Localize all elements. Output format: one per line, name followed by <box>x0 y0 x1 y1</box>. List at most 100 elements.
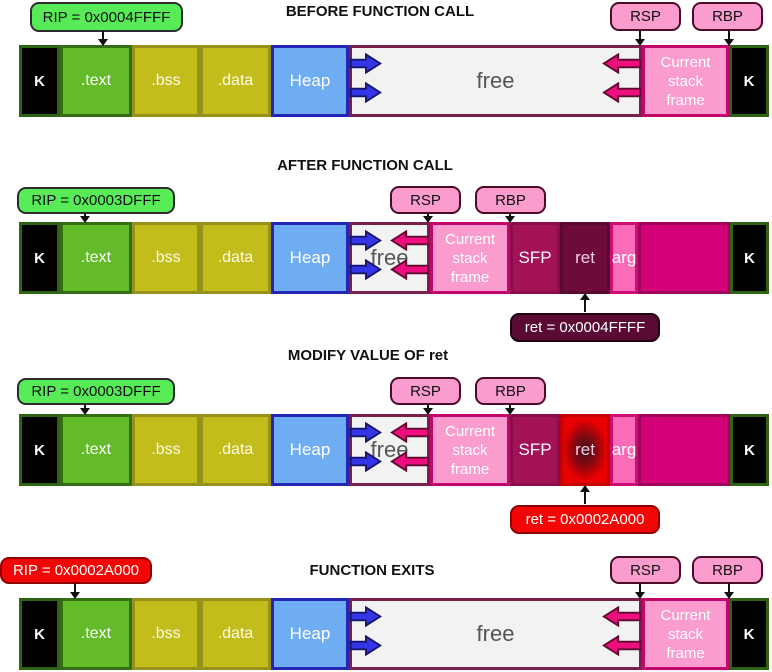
rbp-register-tag: RBP <box>692 2 763 31</box>
memory-segment-kernel: K <box>729 45 769 117</box>
rsp-label: RSP <box>410 191 441 209</box>
rsp-register-tag: RSP <box>610 556 681 584</box>
heap-growth-arrow-icon <box>349 451 382 472</box>
memory-segment-previous-frame <box>638 222 730 294</box>
memory-segment-kernel: K <box>19 222 60 294</box>
memory-segment-free: free <box>349 45 642 117</box>
stack-growth-arrow-icon <box>390 422 430 443</box>
memory-segment-bss: .bss <box>132 222 200 294</box>
memory-segment-data: .data <box>200 414 271 486</box>
memory-segment-free: free <box>349 222 430 294</box>
rip-value-label: RIP = 0x0003DFFF <box>31 383 161 400</box>
memory-segment-bss: .bss <box>132 598 200 670</box>
memory-segment-kernel: K <box>729 598 769 670</box>
memory-segment-stack-frame: Current stack frame <box>430 222 510 294</box>
rsp-register-tag: RSP <box>610 2 681 31</box>
memory-segment-free: free <box>349 598 642 670</box>
rip-register-tag: RIP = 0x0003DFFF <box>17 187 175 214</box>
memory-segment-text: .text <box>60 45 132 117</box>
memory-segment-free: free <box>349 414 430 486</box>
rip-pointer-arrow <box>98 31 108 46</box>
heap-growth-arrow-icon <box>349 53 382 74</box>
stack-growth-arrow-icon <box>602 82 642 103</box>
memory-segment-kernel: K <box>19 414 60 486</box>
rsp-register-tag: RSP <box>390 377 461 405</box>
ret-value-tag: ret = 0x0004FFFF <box>510 313 660 342</box>
memory-segment-stack-frame: Current stack frame <box>430 414 510 486</box>
rbp-label: RBP <box>712 8 743 25</box>
rsp-register-tag: RSP <box>390 186 461 214</box>
rsp-label: RSP <box>410 382 441 400</box>
memory-segment-text: .text <box>60 414 132 486</box>
stack-growth-arrow-icon <box>602 635 642 656</box>
rip-pointer-arrow <box>80 404 90 415</box>
memory-segment-previous-frame <box>638 414 730 486</box>
memory-segment-heap: Heap <box>271 45 349 117</box>
memory-segment-data: .data <box>200 45 271 117</box>
memory-segment-arg: arg <box>610 414 638 486</box>
rbp-pointer-arrow <box>724 31 734 46</box>
ret-value-tag: ret = 0x0002A000 <box>510 505 660 534</box>
memory-segment-ret-modified: ret <box>560 414 610 486</box>
memory-segment-text: .text <box>60 598 132 670</box>
ret-value-label: ret = 0x0004FFFF <box>524 319 646 336</box>
heap-growth-arrow-icon <box>349 635 382 656</box>
stack-growth-arrow-icon <box>390 259 430 280</box>
heap-growth-arrow-icon <box>349 422 382 443</box>
rbp-register-tag: RBP <box>475 377 546 405</box>
stack-growth-arrow-icon <box>390 230 430 251</box>
memory-segment-kernel: K <box>19 45 60 117</box>
row4-title: FUNCTION EXITS <box>309 562 435 579</box>
rip-pointer-arrow <box>70 583 80 599</box>
rbp-pointer-arrow <box>505 213 515 223</box>
rsp-pointer-arrow <box>635 583 645 599</box>
rbp-pointer-arrow <box>724 583 734 599</box>
row2-title: AFTER FUNCTION CALL <box>277 157 453 174</box>
rsp-label: RSP <box>630 8 661 25</box>
heap-growth-arrow-icon <box>349 82 382 103</box>
ret-note-pointer-arrow <box>580 293 590 312</box>
stack-growth-arrow-icon <box>602 606 642 627</box>
memory-segment-stack-frame: Current stack frame <box>642 45 729 117</box>
memory-segment-stack-frame: Current stack frame <box>642 598 729 670</box>
heap-growth-arrow-icon <box>349 259 382 280</box>
memory-segment-sfp: SFP <box>510 222 560 294</box>
memory-segment-data: .data <box>200 598 271 670</box>
row3-title: MODIFY VALUE OF ret <box>287 347 449 364</box>
rsp-label: RSP <box>630 561 661 579</box>
memory-segment-heap: Heap <box>271 414 349 486</box>
memory-segment-arg: arg <box>610 222 638 294</box>
rip-register-tag: RIP = 0x0004FFFF <box>30 2 183 32</box>
memory-segment-ret: ret <box>560 222 610 294</box>
ret-note-pointer-arrow <box>580 485 590 504</box>
rsp-pointer-arrow <box>635 31 645 46</box>
rbp-register-tag: RBP <box>475 186 546 214</box>
stack-growth-arrow-icon <box>602 53 642 74</box>
memory-segment-kernel: K <box>730 222 769 294</box>
heap-growth-arrow-icon <box>349 606 382 627</box>
rsp-pointer-arrow <box>423 404 433 415</box>
rip-value-label: RIP = 0x0004FFFF <box>42 8 171 26</box>
memory-segment-sfp: SFP <box>510 414 560 486</box>
rip-pointer-arrow <box>80 213 90 223</box>
memory-segment-heap: Heap <box>271 222 349 294</box>
rip-register-tag: RIP = 0x0002A000 <box>0 557 152 584</box>
memory-segment-kernel: K <box>730 414 769 486</box>
rbp-register-tag: RBP <box>692 556 763 584</box>
memory-segment-data: .data <box>200 222 271 294</box>
rbp-label: RBP <box>495 382 526 400</box>
memory-segment-bss: .bss <box>132 45 200 117</box>
rbp-label: RBP <box>495 191 526 209</box>
rip-register-tag: RIP = 0x0003DFFF <box>17 378 175 405</box>
rbp-label: RBP <box>712 561 743 579</box>
rip-value-label: RIP = 0x0002A000 <box>12 562 140 579</box>
stack-growth-arrow-icon <box>390 451 430 472</box>
memory-segment-bss: .bss <box>132 414 200 486</box>
memory-segment-kernel: K <box>19 598 60 670</box>
rip-value-label: RIP = 0x0003DFFF <box>31 192 161 209</box>
rsp-pointer-arrow <box>423 213 433 223</box>
heap-growth-arrow-icon <box>349 230 382 251</box>
row1-title: BEFORE FUNCTION CALL <box>285 3 475 20</box>
ret-value-label: ret = 0x0002A000 <box>525 511 645 528</box>
